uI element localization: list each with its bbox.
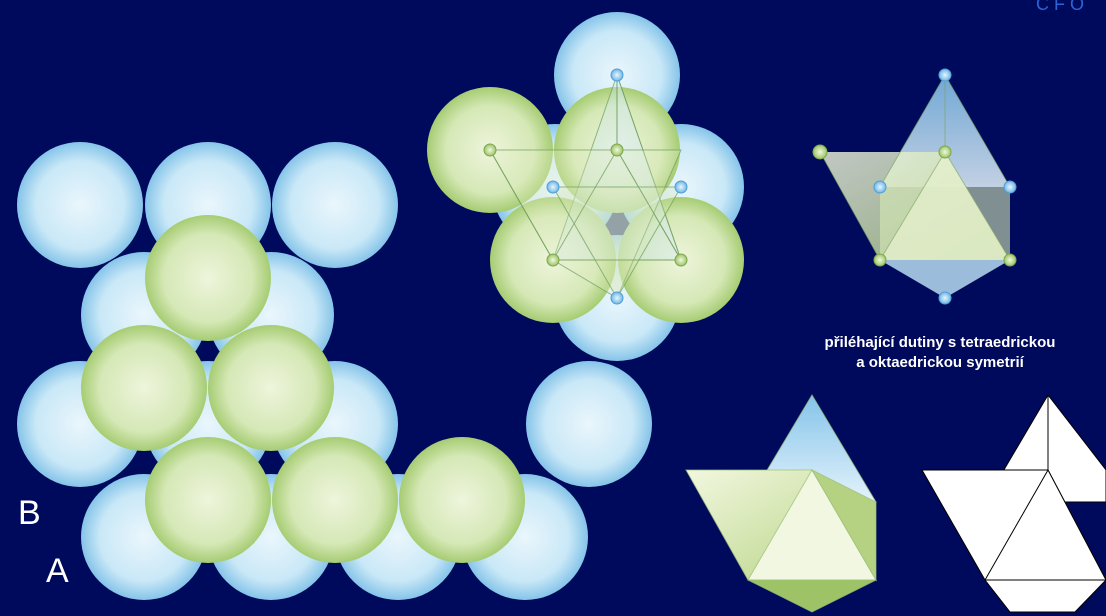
void-sphere-cluster (427, 12, 744, 361)
layer-b-label: B (18, 494, 41, 533)
caption-line-1: přiléhající dutiny s tetraedrickou (760, 333, 1106, 353)
caption-line-2: a oktaedrickou symetrií (760, 353, 1106, 373)
corner-title-fragment: C F O (1036, 0, 1084, 15)
tetra-octa-solid (686, 395, 876, 612)
tetra-octa-wireframe (813, 69, 1016, 304)
void-caption: přiléhající dutiny s tetraedrickou a okt… (760, 333, 1106, 373)
tetra-octa-white (922, 395, 1106, 612)
layer-a-label: A (46, 552, 69, 591)
